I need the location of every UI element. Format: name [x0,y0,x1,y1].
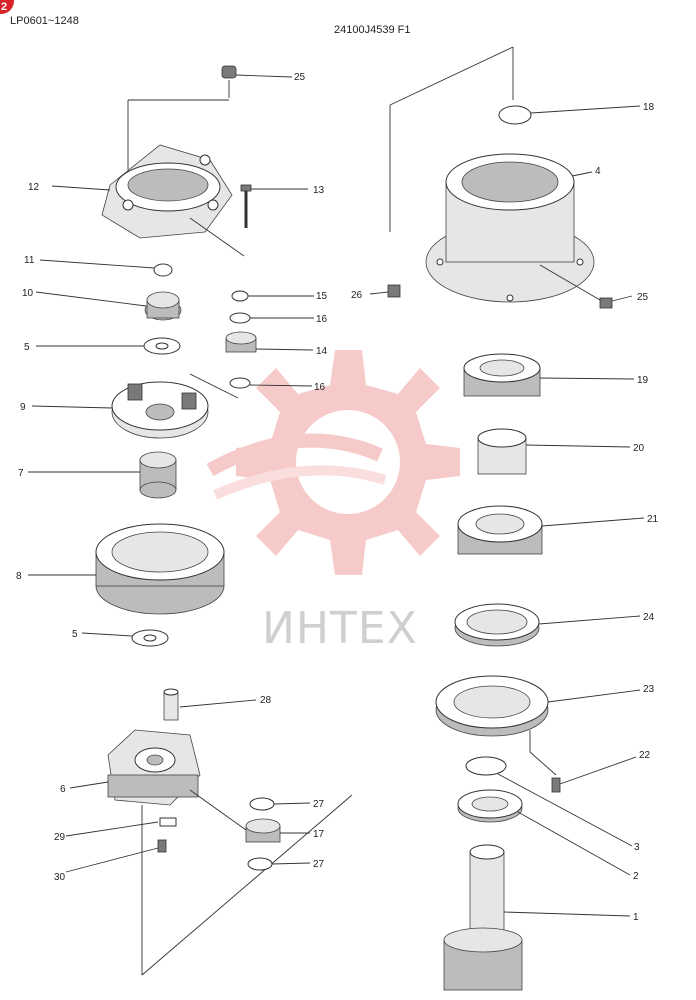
part-6-carrier [69,729,353,976]
part-27-washer-lower [247,857,311,871]
part-23-cover [435,675,641,776]
part-7-gear [28,451,177,499]
callout-14: 14 [316,346,328,357]
part-29-key [65,817,177,837]
part-25-plug-top [221,65,293,98]
part-22-bolt [551,756,637,793]
part-24-seal [454,603,641,647]
callout-30: 30 [54,872,66,883]
callout-9: 9 [20,402,26,413]
callout-5-upper: 5 [24,342,30,353]
part-25-plug-right [539,264,633,309]
callout-21: 21 [647,514,659,525]
callout-8: 8 [16,571,22,582]
callout-17: 17 [313,829,325,840]
part-10-gear [35,291,182,321]
part-3-o-ring [465,756,633,847]
part-14-gear [225,331,314,353]
callout-26: 26 [351,290,363,301]
part-27-washer-upper [249,797,311,811]
callout-25-top: 25 [294,72,306,83]
callout-23: 23 [643,684,655,695]
part-16-washer-lower [229,377,313,389]
callout-10: 10 [22,288,34,299]
callout-25-right: 25 [637,292,649,303]
serial-range-label: LP0601~1248 [10,15,79,27]
callout-1: 1 [633,912,639,923]
part-21-bearing [457,505,645,555]
callout-22: 22 [639,750,651,761]
callout-20: 20 [633,443,645,454]
part-2-seal [457,789,631,876]
callout-7: 7 [18,468,24,479]
part-15-ring [231,290,314,302]
callout-6: 6 [60,784,66,795]
part-18-snap-ring [389,46,641,232]
callout-27-lower: 27 [313,859,325,870]
watermark-text: ИНТЕХ [262,603,418,654]
callout-5-lower: 5 [72,629,78,640]
callout-13: 13 [313,185,325,196]
part-16-washer-upper [229,312,314,324]
assembly-code-label: 24100J4539 F1 [334,24,411,36]
callout-24: 24 [643,612,655,623]
callout-12: 12 [28,182,40,193]
callout-3: 3 [634,842,640,853]
part-8-ring-gear [28,523,225,615]
part-9-carrier [31,373,239,439]
part-5-washer-lower [81,629,169,647]
part-11-ring [39,259,173,277]
callout-19: 19 [637,375,649,386]
part-13-bolt [189,184,308,257]
watermark-gear-logo [206,350,460,575]
callout-4: 4 [595,166,601,177]
part-4-housing [425,153,595,303]
part-26-plug [369,284,401,298]
callout-labels: 25 12 13 11 10 15 16 5 14 16 9 7 8 5 28 … [16,72,659,923]
part-12-cover [51,99,233,239]
part-30-pin [65,839,167,873]
callout-27-upper: 27 [313,799,325,810]
callout-16-lower: 16 [314,382,326,393]
callout-2: 2 [633,871,639,882]
callout-18: 18 [643,102,655,113]
part-19-bearing [463,353,635,397]
part-1-pinion-shaft [443,844,631,991]
part-17-gear [189,789,310,843]
part-28-pin [163,688,257,721]
callout-15: 15 [316,291,328,302]
callout-11: 11 [24,255,35,266]
callout-16-upper: 16 [316,314,328,325]
callout-29: 29 [54,832,66,843]
part-5-washer-upper [36,337,181,355]
part-20-sleeve [477,428,631,475]
callout-28: 28 [260,695,272,706]
